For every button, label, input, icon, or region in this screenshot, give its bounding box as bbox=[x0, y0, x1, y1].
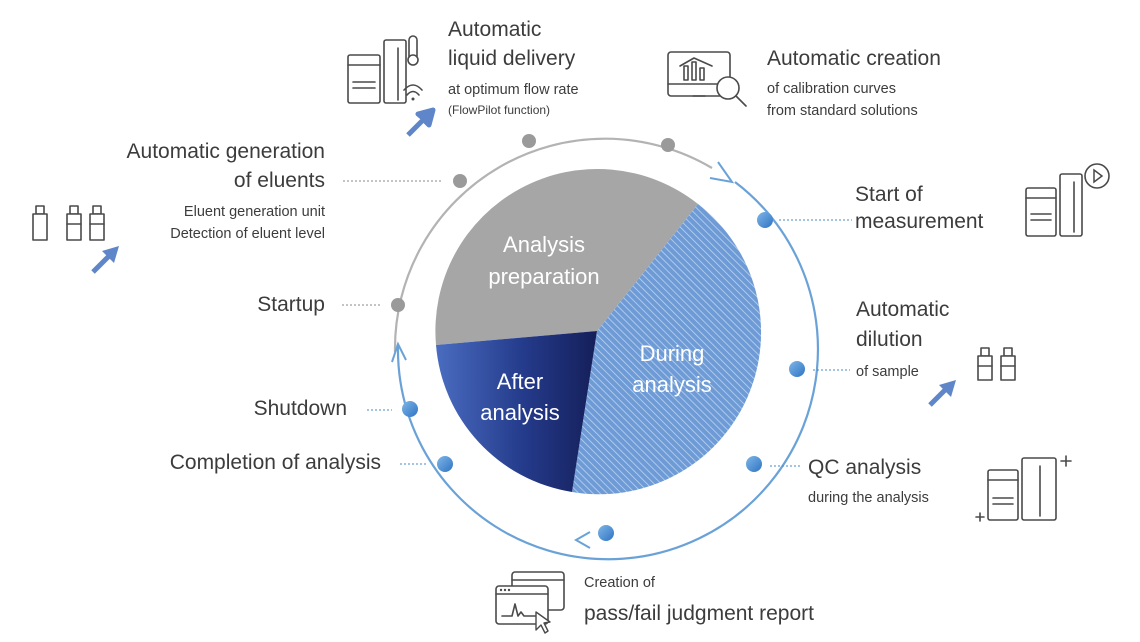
eluents-sub2: Detection of eluent level bbox=[170, 226, 325, 242]
dot-report bbox=[598, 525, 614, 541]
eluents-title1: Automatic generation bbox=[127, 140, 325, 163]
segment-during-line1: During bbox=[640, 341, 705, 366]
eluent-bottles-icon bbox=[32, 205, 105, 241]
instrument-sparkle-icon bbox=[975, 455, 1072, 522]
start-measurement-title2: measurement bbox=[855, 210, 984, 233]
report-title: pass/fail judgment report bbox=[584, 602, 814, 625]
blue-arrow-eluents-icon bbox=[91, 246, 119, 274]
liquid-delivery-title1: Automatic bbox=[448, 18, 541, 41]
segment-preparation bbox=[435, 168, 698, 345]
segment-during bbox=[572, 204, 762, 495]
blue-arrow-dilution-icon bbox=[928, 380, 956, 407]
ring-arrowhead-left bbox=[391, 341, 407, 363]
liquid-delivery-sub2: (FlowPilot function) bbox=[448, 103, 550, 117]
dot-calibration bbox=[661, 138, 675, 152]
dot-liquid-delivery bbox=[522, 134, 536, 148]
segment-during-line2: analysis bbox=[632, 372, 711, 397]
ring-blue-arc bbox=[396, 181, 820, 561]
dot-dilution bbox=[789, 361, 805, 377]
dot-startup bbox=[391, 298, 405, 312]
ring-arrowhead-bottom bbox=[573, 531, 591, 549]
calibration-sub2: from standard solutions bbox=[767, 103, 918, 119]
dot-qc bbox=[746, 456, 762, 472]
start-measurement-title1: Start of bbox=[855, 183, 923, 206]
ring-gray-arc bbox=[393, 137, 713, 353]
report-sub: Creation of bbox=[584, 575, 656, 591]
calibration-title: Automatic creation bbox=[767, 47, 941, 70]
instrument-play-icon bbox=[1025, 163, 1110, 237]
qc-title: QC analysis bbox=[808, 456, 921, 479]
instrument-thermometer-wifi-icon bbox=[347, 35, 423, 104]
segment-after-line1: After bbox=[497, 369, 543, 394]
segment-after bbox=[436, 331, 597, 492]
monitor-magnifier-chart-icon bbox=[667, 51, 747, 107]
blue-arrow-liquid-icon bbox=[406, 107, 436, 137]
segment-preparation-line1: Analysis bbox=[503, 232, 585, 257]
eluents-sub1: Eluent generation unit bbox=[184, 204, 325, 220]
dilution-title2: dilution bbox=[856, 328, 923, 351]
completion-title: Completion of analysis bbox=[170, 451, 381, 474]
calibration-sub1: of calibration curves bbox=[767, 81, 896, 97]
dilution-title1: Automatic bbox=[856, 298, 949, 321]
liquid-delivery-title2: liquid delivery bbox=[448, 47, 576, 70]
segment-preparation-line2: preparation bbox=[488, 264, 599, 289]
dot-shutdown bbox=[402, 401, 418, 417]
dot-start-measurement bbox=[757, 212, 773, 228]
dot-eluents bbox=[453, 174, 467, 188]
report-windows-cursor-icon bbox=[495, 571, 565, 634]
ring-arrowhead-top bbox=[709, 161, 735, 184]
qc-sub: during the analysis bbox=[808, 490, 929, 506]
eluents-title2: of eluents bbox=[234, 169, 325, 192]
liquid-delivery-sub1: at optimum flow rate bbox=[448, 82, 579, 98]
dilution-sub: of sample bbox=[856, 364, 919, 380]
sample-bottles-icon bbox=[977, 347, 1016, 381]
startup-title: Startup bbox=[257, 293, 325, 316]
shutdown-title: Shutdown bbox=[254, 397, 347, 420]
dot-completion bbox=[437, 456, 453, 472]
segment-after-line2: analysis bbox=[480, 400, 559, 425]
